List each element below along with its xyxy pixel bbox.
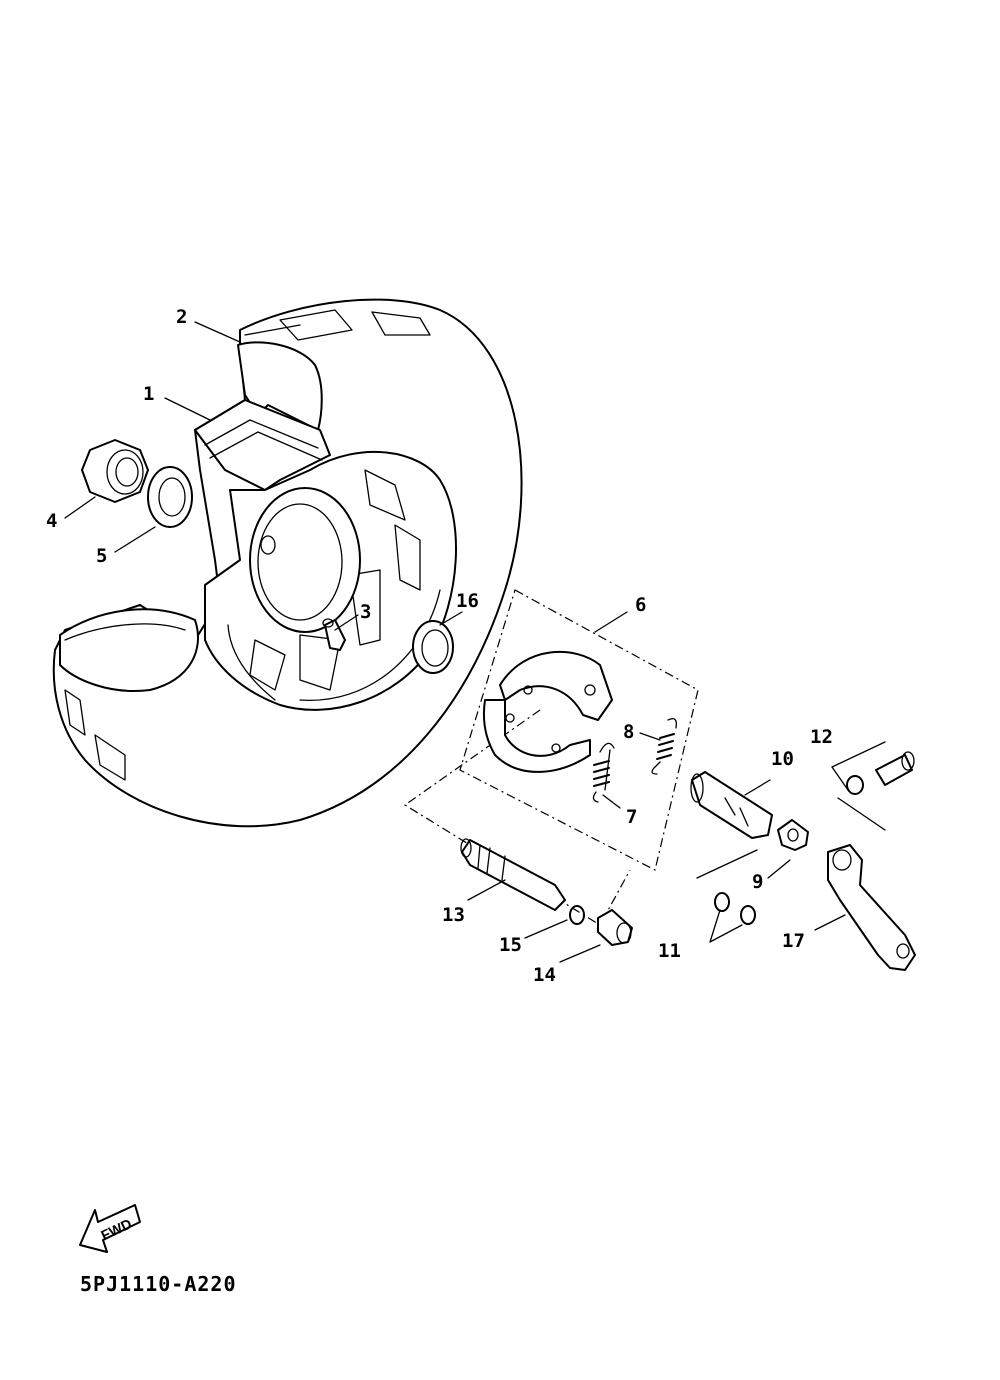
callout-5: 5: [96, 545, 108, 567]
axle-drawing: [460, 838, 566, 911]
callout-3: 3: [360, 601, 372, 623]
washer-drawing: [147, 466, 193, 528]
callout-13: 13: [442, 904, 465, 926]
callout-15: 15: [499, 934, 522, 956]
oil-seal-drawing: [412, 620, 454, 674]
callout-9: 9: [752, 871, 764, 893]
callout-4: 4: [46, 510, 58, 532]
camshaft-drawing: [690, 771, 773, 839]
axle-nut-drawing: [81, 439, 149, 503]
o-ring-drawing: [696, 849, 758, 943]
callout-7: 7: [626, 806, 638, 828]
part-code: 5PJ1110-A220: [80, 1272, 237, 1296]
callout-1: 1: [143, 383, 155, 405]
leader-lines: [64, 321, 846, 963]
spring-drawing: [592, 717, 677, 803]
callout-6: 6: [635, 594, 647, 616]
callout-12: 12: [810, 726, 833, 748]
callout-11: 11: [658, 940, 681, 962]
callout-2: 2: [176, 306, 188, 328]
bolt-drawing: [831, 741, 915, 831]
callout-10: 10: [771, 748, 794, 770]
wheel-tire-drawing: [52, 298, 523, 828]
callout-14: 14: [533, 964, 556, 986]
callout-8: 8: [623, 721, 635, 743]
brake-lever-drawing: [827, 844, 916, 971]
callout-16: 16: [456, 590, 479, 612]
fwd-arrow-icon: FWD: [79, 1204, 141, 1253]
indicator-plate-drawing: [777, 819, 809, 851]
brake-shoe-drawing: [482, 650, 613, 773]
collar-drawing: [597, 909, 633, 946]
callout-17: 17: [782, 930, 805, 952]
axle-o-ring-drawing: [569, 905, 585, 925]
